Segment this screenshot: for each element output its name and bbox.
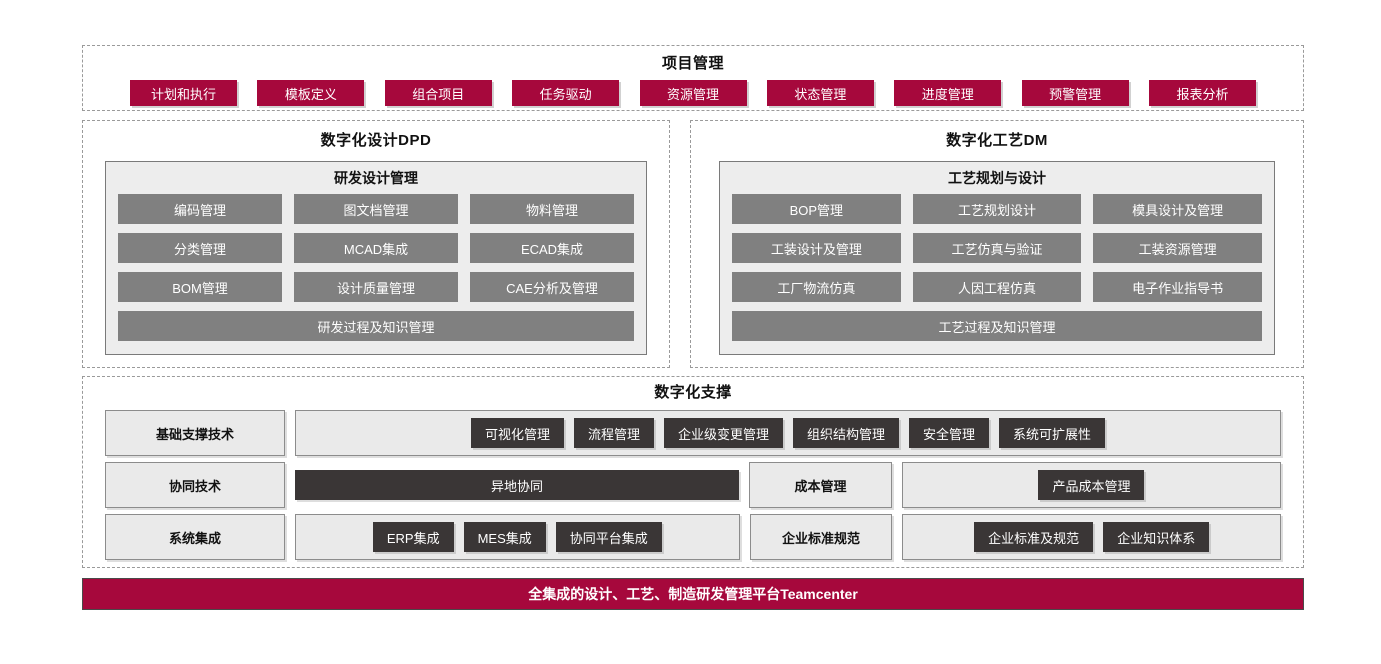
- support-group-label: 企业标准规范: [749, 514, 893, 560]
- support-row: 协同技术异地协同成本管理 产品成本管理: [105, 462, 1282, 508]
- support-group: ERP集成 MES集成协同平台集成: [295, 514, 740, 560]
- dpd-cell[interactable]: 设计质量管理: [294, 272, 458, 302]
- support-row-label: 基础支撑技术: [105, 410, 285, 456]
- project-management-button[interactable]: 报表分析: [1149, 80, 1256, 106]
- project-management-button[interactable]: 任务驱动: [512, 80, 620, 106]
- dm-cell-grid: BOP管理工艺规划设计模具设计及管理工装设计及管理工艺仿真与验证工装资源管理工厂…: [720, 192, 1274, 302]
- dm-cell[interactable]: 工艺仿真与验证: [912, 233, 1082, 263]
- digital-support-title: 数字化支撑: [654, 384, 732, 401]
- support-chip[interactable]: 产品成本管理: [1038, 470, 1145, 500]
- support-chip[interactable]: ERP集成: [372, 522, 454, 552]
- dpd-cell[interactable]: ECAD集成: [470, 233, 634, 263]
- dpd-cell[interactable]: MCAD集成: [294, 233, 458, 263]
- dpd-cell[interactable]: 分类管理: [118, 233, 282, 263]
- dm-cell[interactable]: 电子作业指导书: [1093, 272, 1262, 302]
- project-management-button[interactable]: 进度管理: [894, 80, 1002, 106]
- dm-cell[interactable]: 模具设计及管理: [1093, 194, 1262, 224]
- support-group: 企业标准及规范企业知识体系: [902, 514, 1281, 560]
- support-row-label: 系统集成: [105, 514, 285, 560]
- dm-cell[interactable]: 工艺规划设计: [912, 194, 1082, 224]
- dm-cell[interactable]: 人因工程仿真: [912, 272, 1082, 302]
- support-group: 可视化管理流程管理企业级变更管理组织结构管理安全管理系统可扩展性: [295, 410, 1281, 456]
- project-management-button[interactable]: 资源管理: [639, 80, 747, 106]
- support-chip[interactable]: MES集成: [463, 522, 546, 552]
- dpd-cell[interactable]: 图文档管理: [294, 194, 458, 224]
- dm-cell[interactable]: 工厂物流仿真: [732, 272, 901, 302]
- dpd-cell[interactable]: CAE分析及管理: [470, 272, 634, 302]
- support-chip[interactable]: 企业标准及规范: [974, 522, 1094, 552]
- project-management-title: 项目管理: [661, 55, 724, 72]
- support-row: 基础支撑技术可视化管理流程管理企业级变更管理组织结构管理安全管理系统可扩展性: [105, 410, 1281, 456]
- dpd-footer-cell[interactable]: 研发过程及知识管理: [118, 311, 634, 341]
- support-chip[interactable]: 可视化管理: [470, 418, 564, 448]
- project-management-button-row: 计划和执行模板定义组合项目任务驱动资源管理状态管理进度管理预警管理报表分析: [83, 80, 1303, 106]
- project-management-button[interactable]: 状态管理: [766, 80, 874, 106]
- support-chip[interactable]: 异地协同: [295, 470, 739, 500]
- project-management-button[interactable]: 组合项目: [384, 80, 492, 106]
- support-group-label: 成本管理: [749, 462, 892, 508]
- support-chip[interactable]: 企业知识体系: [1103, 522, 1210, 552]
- dm-inner-box: 工艺规划与设计 BOP管理工艺规划设计模具设计及管理工装设计及管理工艺仿真与验证…: [719, 161, 1275, 355]
- dm-cell[interactable]: BOP管理: [732, 194, 901, 224]
- dpd-inner-box: 研发设计管理 编码管理图文档管理物料管理分类管理 MCAD集成 ECAD集成 BOM管…: [105, 161, 647, 355]
- dm-cell[interactable]: 工装资源管理: [1093, 233, 1262, 263]
- support-chip[interactable]: 安全管理: [909, 418, 990, 448]
- support-chip[interactable]: 企业级变更管理: [663, 418, 783, 448]
- support-group: 产品成本管理: [901, 462, 1282, 508]
- dpd-panel: 数字化设计DPD 研发设计管理 编码管理图文档管理物料管理分类管理 MCAD集成 E…: [82, 120, 670, 368]
- dm-title: 数字化工艺DM: [946, 132, 1048, 149]
- support-row-label: 协同技术: [105, 462, 285, 508]
- platform-banner: 全集成的设计、工艺、制造研发管理平台Teamcenter: [82, 578, 1304, 610]
- dm-cell[interactable]: 工装设计及管理: [732, 233, 901, 263]
- dpd-title: 数字化设计DPD: [320, 132, 432, 149]
- project-management-button[interactable]: 模板定义: [257, 80, 365, 106]
- dpd-cell[interactable]: BOM管理: [118, 272, 282, 302]
- dpd-cell[interactable]: 编码管理: [118, 194, 282, 224]
- support-chip[interactable]: 系统可扩展性: [999, 418, 1106, 448]
- support-group: 异地协同: [295, 462, 739, 508]
- dm-section-title: 工艺规划与设计: [948, 170, 1046, 186]
- dpd-cell-grid: 编码管理图文档管理物料管理分类管理 MCAD集成 ECAD集成 BOM管理设计质量管理…: [106, 192, 646, 302]
- dpd-section-title: 研发设计管理: [334, 170, 418, 186]
- digital-support-panel: 数字化支撑 基础支撑技术可视化管理流程管理企业级变更管理组织结构管理安全管理系统…: [82, 376, 1304, 568]
- support-chip[interactable]: 组织结构管理: [793, 418, 900, 448]
- support-chip[interactable]: 协同平台集成: [555, 522, 662, 552]
- project-management-panel: 项目管理 计划和执行模板定义组合项目任务驱动资源管理状态管理进度管理预警管理报表…: [82, 45, 1304, 111]
- support-chip[interactable]: 流程管理: [573, 418, 654, 448]
- dpd-cell[interactable]: 物料管理: [470, 194, 634, 224]
- project-management-button[interactable]: 计划和执行: [130, 80, 237, 106]
- project-management-button[interactable]: 预警管理: [1021, 80, 1129, 106]
- dm-panel: 数字化工艺DM 工艺规划与设计 BOP管理工艺规划设计模具设计及管理工装设计及管…: [690, 120, 1304, 368]
- digital-support-rows: 基础支撑技术可视化管理流程管理企业级变更管理组织结构管理安全管理系统可扩展性协同…: [83, 410, 1303, 560]
- dm-footer-cell[interactable]: 工艺过程及知识管理: [732, 311, 1262, 341]
